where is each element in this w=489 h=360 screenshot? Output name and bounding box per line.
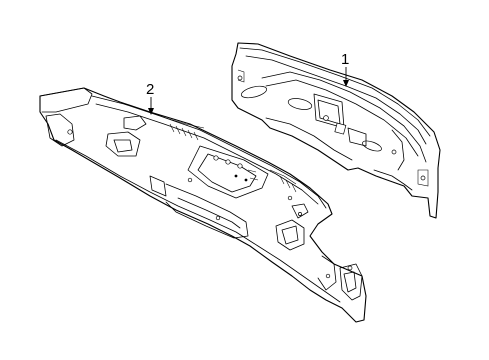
rear-body-panel[interactable]	[39, 87, 367, 323]
upper-back-panel[interactable]	[231, 42, 441, 219]
callout-1-arrowhead	[343, 80, 349, 87]
callout-1: 1	[341, 51, 349, 87]
callout-2: 2	[146, 81, 154, 115]
callout-1-number: 1	[341, 51, 349, 68]
callout-2-number: 2	[146, 81, 154, 98]
callout-2-arrowhead	[148, 108, 154, 115]
